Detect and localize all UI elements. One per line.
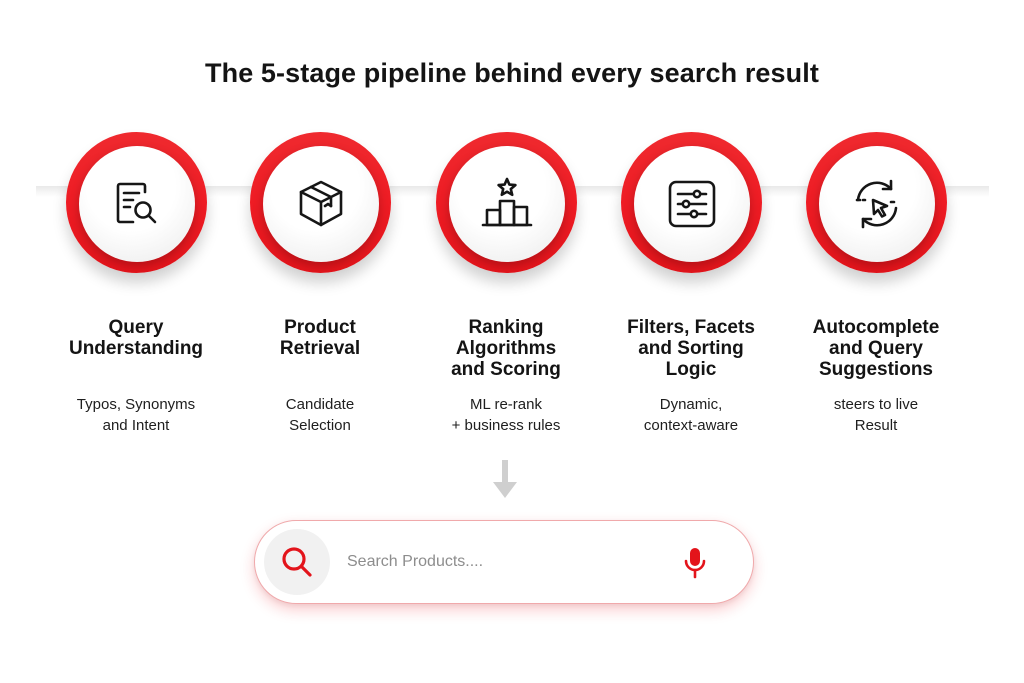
query-search-document-icon xyxy=(116,182,157,224)
stage-ring xyxy=(436,132,577,273)
search-button[interactable] xyxy=(264,529,330,595)
stage-ranking-algorithms: Ranking Algorithms and Scoring ML re-ran… xyxy=(412,132,600,452)
stage-icon-disc xyxy=(819,146,935,262)
stage-icon-disc xyxy=(634,146,750,262)
microphone-button[interactable] xyxy=(684,546,706,580)
stage-title: Filters, Facets and Sorting Logic xyxy=(627,317,755,380)
product-box-icon xyxy=(299,180,343,227)
filter-sliders-icon xyxy=(668,180,716,228)
stage-description: steers to live Result xyxy=(833,396,919,434)
stage-title: Ranking Algorithms and Scoring xyxy=(451,317,561,380)
stage-description: Typos, Synonyms and Intent xyxy=(76,396,196,434)
stage-ring xyxy=(621,132,762,273)
stage-title: Query Understanding xyxy=(68,317,204,359)
stage-ring xyxy=(806,132,947,273)
stage-icon-disc xyxy=(263,146,379,262)
ranking-podium-star-icon xyxy=(481,177,533,227)
page-title: The 5-stage pipeline behind every search… xyxy=(205,58,819,88)
microphone-icon xyxy=(684,548,706,579)
stage-query-understanding: Query Understanding Typos, Synonyms and … xyxy=(42,132,230,452)
search-input[interactable] xyxy=(347,547,647,577)
stage-description: Dynamic, context-aware xyxy=(643,396,739,434)
stage-description: Candidate Selection xyxy=(285,396,355,434)
search-bar[interactable] xyxy=(254,520,754,604)
stage-ring xyxy=(66,132,207,273)
stage-icon-disc xyxy=(79,146,195,262)
stage-icon-disc xyxy=(449,146,565,262)
stage-title: Autocomplete and Query Suggestions xyxy=(812,317,940,380)
autocomplete-cursor-refresh-icon xyxy=(855,179,899,229)
down-arrow-icon xyxy=(493,460,517,498)
stage-autocomplete-suggestions: Autocomplete and Query Suggestions steer… xyxy=(782,132,970,452)
stage-title: Product Retrieval xyxy=(279,317,361,359)
stage-product-retrieval: Product Retrieval Candidate Selection xyxy=(226,132,414,452)
search-icon xyxy=(282,547,312,577)
stage-filters-facets: Filters, Facets and Sorting Logic Dynami… xyxy=(597,132,785,452)
stage-description: ML re-rank + business rules xyxy=(451,396,561,434)
stage-ring xyxy=(250,132,391,273)
